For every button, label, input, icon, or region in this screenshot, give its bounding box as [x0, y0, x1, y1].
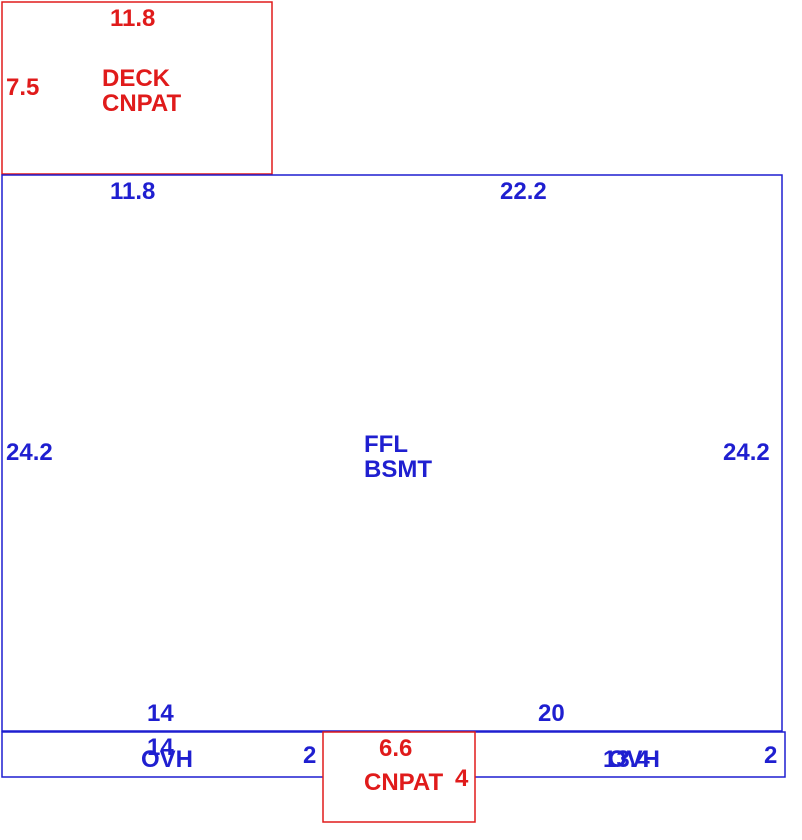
front-patio-name: CNPAT [364, 769, 443, 796]
overhang-left-width-label: 14 [147, 734, 174, 761]
house-outline [1, 174, 783, 732]
overhang-left-name: OVH [141, 746, 193, 773]
front-patio-width-label: 6.6 [379, 735, 412, 762]
house-name-line2: BSMT [364, 456, 432, 483]
house-bottom-left-label: 14 [147, 700, 174, 727]
deck-outline [1, 1, 273, 175]
house-top-left-label: 11.8 [110, 178, 155, 205]
overhang-left-outline [1, 731, 323, 778]
front-patio-outline [322, 731, 476, 823]
overhang-right-outline [475, 731, 786, 778]
deck-width-label: 11.8 [110, 5, 155, 32]
overhang-right-name: OVH [608, 746, 660, 773]
house-top-right-label: 22.2 [500, 178, 547, 205]
house-left-label: 24.2 [6, 439, 53, 466]
deck-name-line2: CNPAT [102, 90, 181, 117]
deck-name-line1: DECK [102, 65, 171, 92]
deck-depth-label: 7.5 [6, 74, 39, 101]
overhang-right-width-label: 13.4 [603, 746, 650, 773]
overhang-left-depth-label: 2 [303, 742, 316, 769]
overhang-right-depth-label: 2 [764, 742, 777, 769]
house-name-line1: FFL [364, 431, 408, 458]
house-right-label: 24.2 [723, 439, 770, 466]
house-bottom-right-label: 20 [538, 700, 565, 727]
front-patio-depth-label: 4 [455, 765, 469, 792]
